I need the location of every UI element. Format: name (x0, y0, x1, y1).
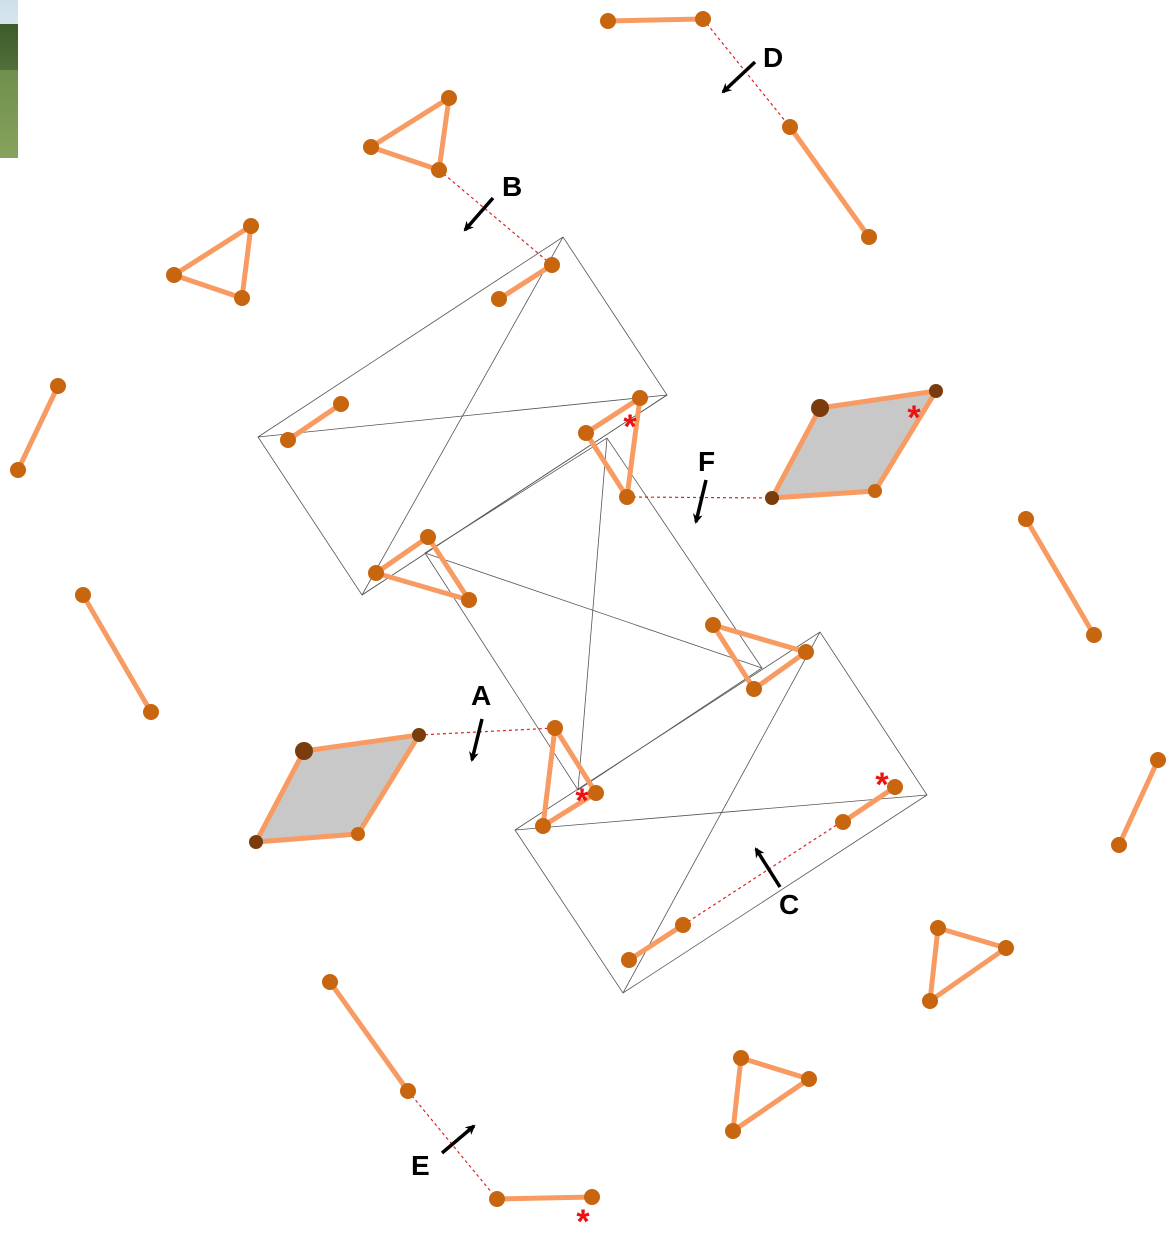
unit-cell-upper (257, 236, 668, 596)
contact-e (407, 1090, 498, 1200)
atoms (10, 11, 1166, 1207)
asterisk-marker: * (875, 766, 889, 804)
asterisk-marker: * (576, 1203, 590, 1236)
label-c: C (779, 889, 799, 920)
label-a: A (471, 680, 491, 711)
atoms-dark (249, 384, 943, 849)
photo-thumbnail (0, 0, 18, 158)
arrow-c (754, 847, 782, 888)
arrow-a (469, 718, 484, 762)
label-f: F (698, 446, 715, 477)
arrow-b (463, 196, 495, 232)
contact-a (418, 727, 556, 736)
label-d: D (763, 42, 783, 73)
contact-lines (407, 18, 896, 1200)
bonds (15, 16, 1161, 1202)
asterisk-marker: * (623, 408, 637, 446)
labels: D B F A C E (411, 42, 799, 1181)
arrow-e (440, 1124, 476, 1155)
unit-cell-lower (514, 631, 928, 994)
arrow-f (692, 479, 708, 524)
asterisk-marker: * (907, 399, 921, 437)
contact-d (702, 18, 791, 128)
contact-f (626, 496, 773, 499)
asterisk-markers: * * * * * (575, 399, 921, 1236)
arrow-d (721, 60, 757, 94)
arrows (440, 60, 782, 1155)
unit-cell-middle (424, 437, 763, 791)
label-e: E (411, 1150, 430, 1181)
asterisk-marker: * (575, 782, 589, 820)
contact-b (438, 169, 553, 266)
label-b: B (502, 171, 522, 202)
shaded-plane-left (253, 733, 422, 844)
